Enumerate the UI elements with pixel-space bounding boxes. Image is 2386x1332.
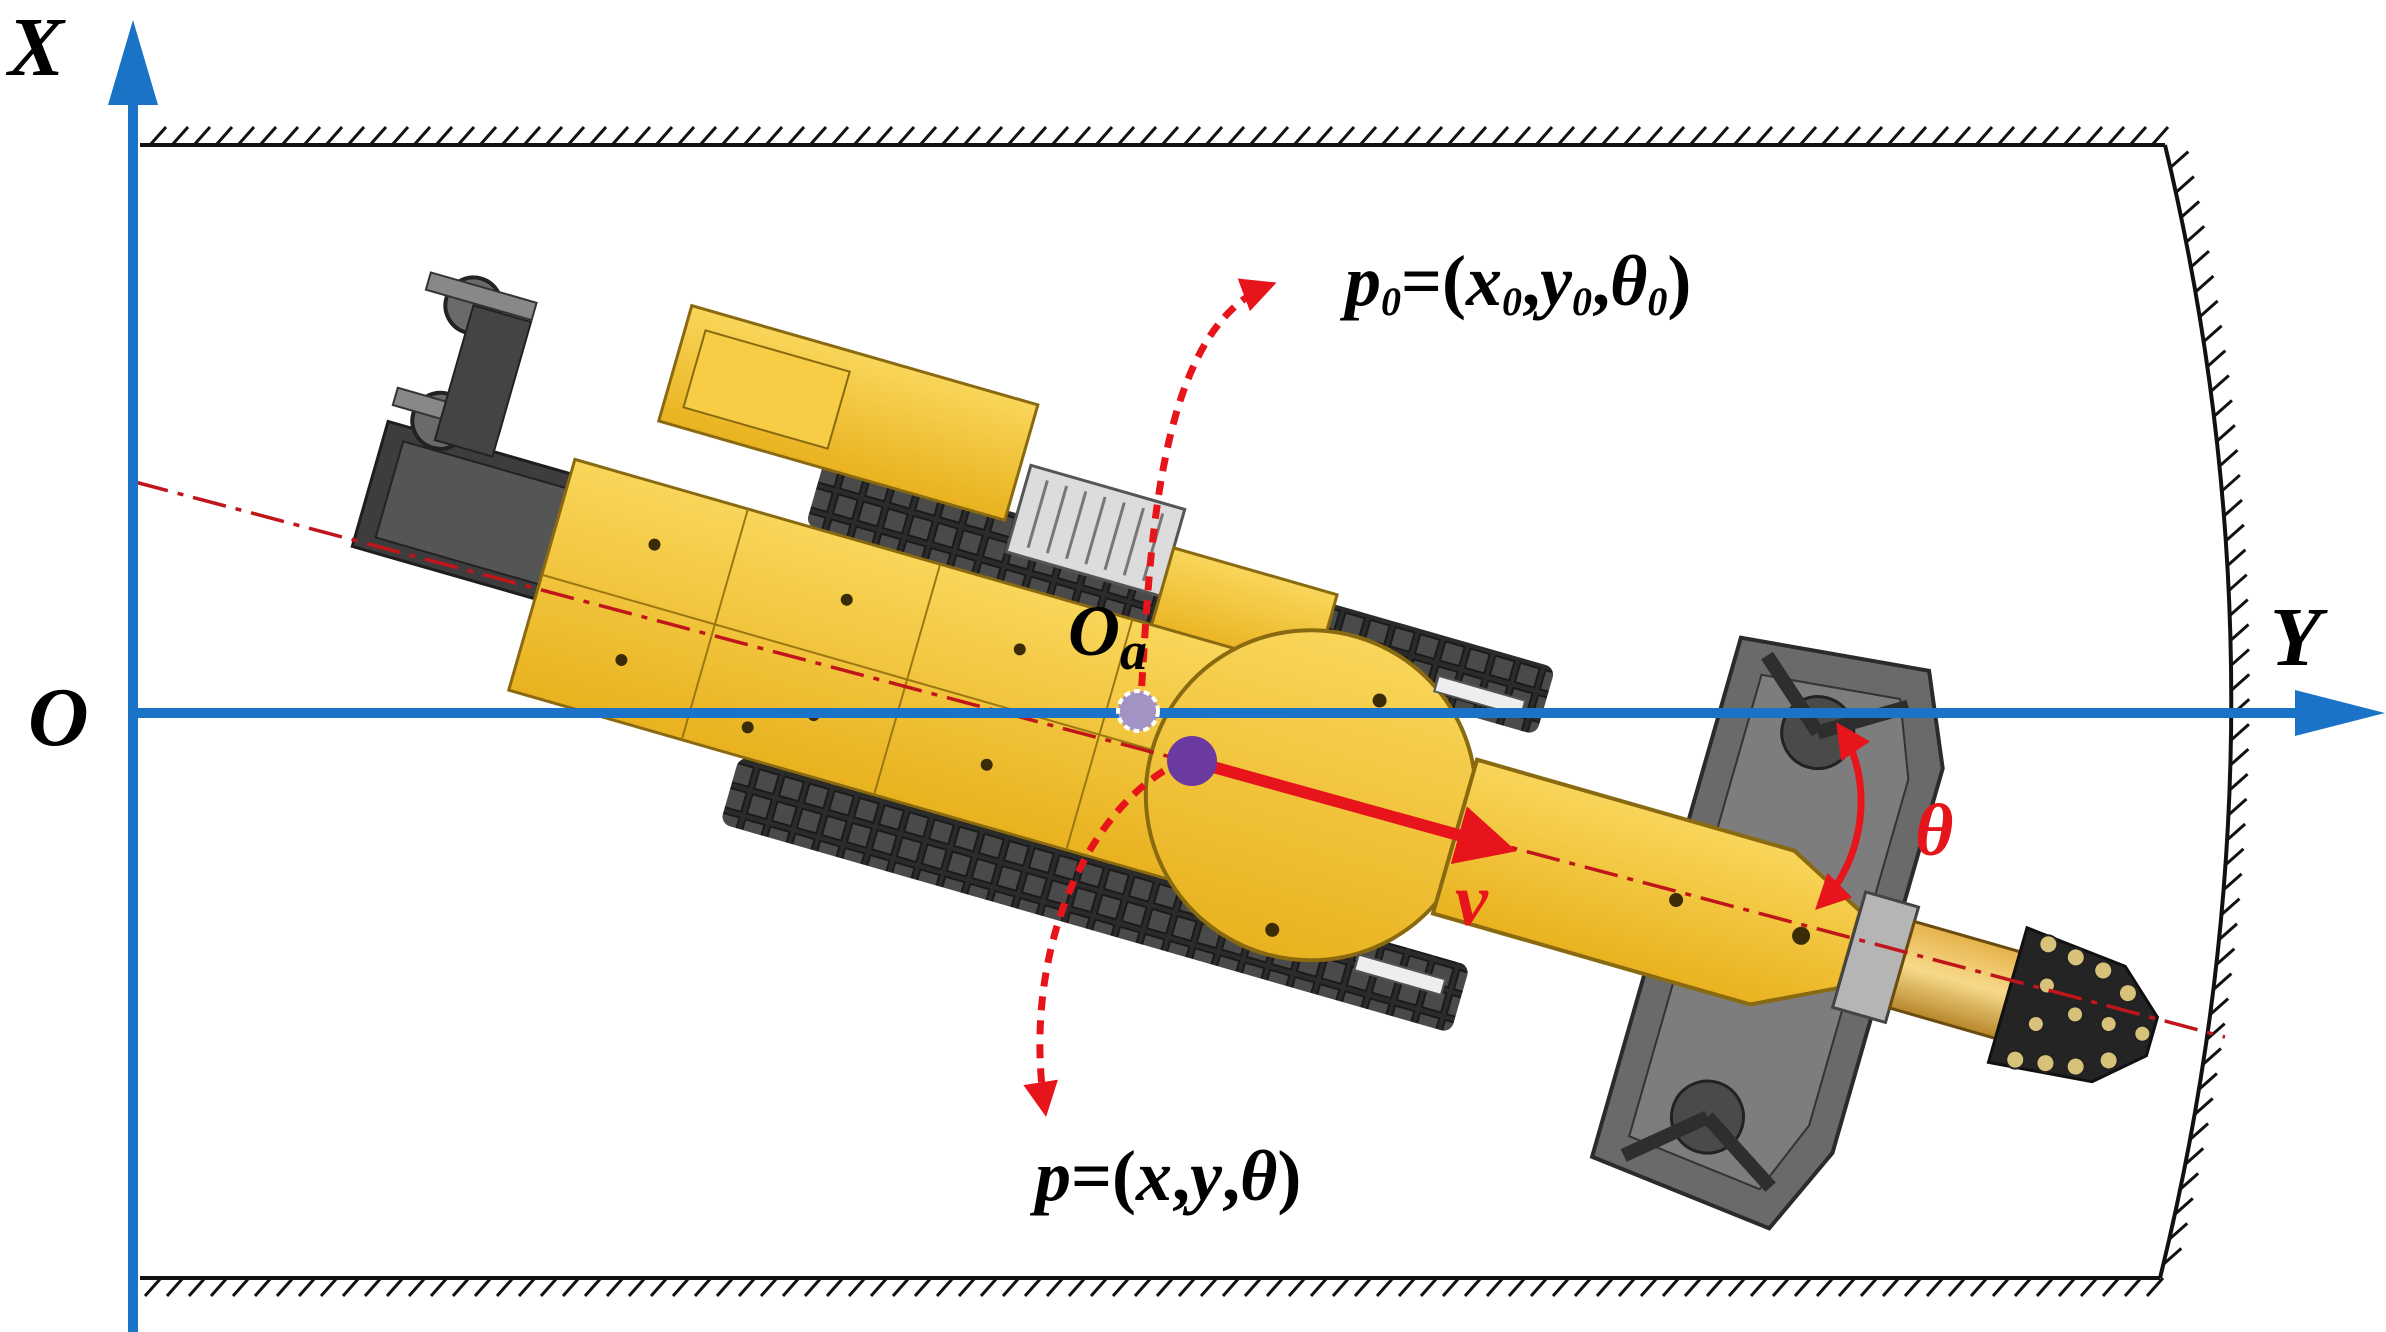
x-axis-label: X xyxy=(5,1,66,94)
y-axis-arrowhead xyxy=(2295,690,2385,736)
cutter-head xyxy=(1986,925,2160,1084)
coordinate-axes xyxy=(108,20,2385,1332)
theta-label: θ xyxy=(1915,790,1953,872)
current-position-point xyxy=(1167,736,1217,786)
theta-arc xyxy=(1815,722,1871,910)
velocity-arrow xyxy=(1193,756,1517,865)
right-track xyxy=(722,758,1468,1031)
origin-label: O xyxy=(28,671,89,764)
velocity-label: v xyxy=(1455,860,1489,942)
machine-center-letter: O xyxy=(1068,591,1120,671)
initial-pose-label: p0=(x0,y0,θ0) xyxy=(1339,241,1691,324)
x-axis-arrowhead xyxy=(108,20,158,105)
machine-center-subscript: a xyxy=(1120,621,1147,681)
initial-position-point xyxy=(1116,689,1160,733)
current-pose-label: p=(x,y,θ) xyxy=(1029,1136,1301,1216)
current-pose-curve xyxy=(1023,756,1187,1117)
machine-center-label: Oa xyxy=(1068,591,1147,681)
top-wall xyxy=(140,126,2170,147)
initial-pose-curve xyxy=(1136,278,1277,711)
y-axis-label: Y xyxy=(2270,591,2328,684)
bottom-wall xyxy=(140,1276,2165,1297)
